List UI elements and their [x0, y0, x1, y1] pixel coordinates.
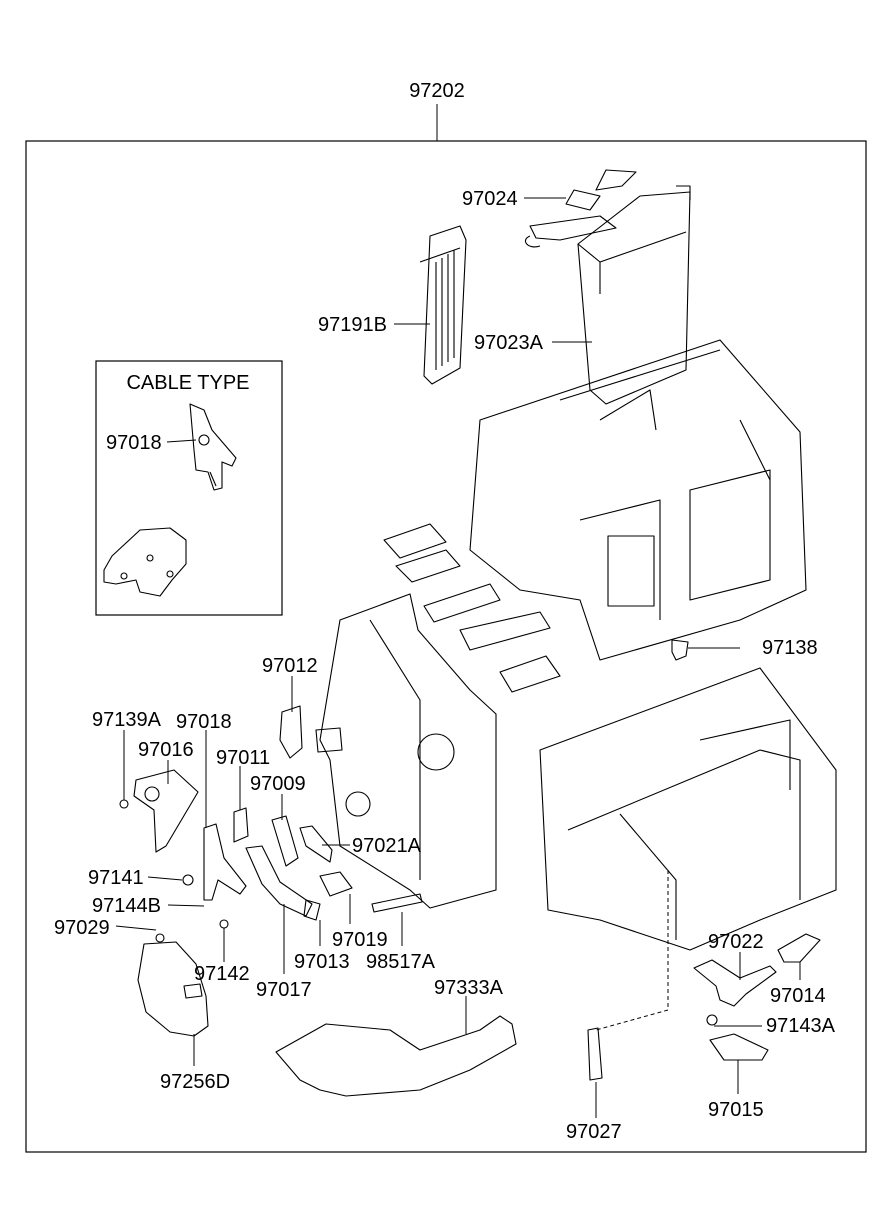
label-97015: 97015: [708, 1099, 764, 1121]
linkage-parts: [119, 705, 423, 929]
cable-type-inset: [95, 360, 283, 616]
label-97014: 97014: [770, 985, 826, 1007]
lower-case: [539, 667, 837, 951]
assembly-number: 97202: [409, 80, 465, 102]
label-97143A: 97143A: [766, 1015, 836, 1037]
heater-core: [419, 225, 467, 385]
upper-case: [469, 339, 807, 661]
label-97018: 97018: [176, 711, 232, 733]
label-97011: 97011: [216, 747, 270, 769]
duct-97333A: [275, 1015, 517, 1097]
label-97144B: 97144B: [92, 895, 161, 917]
label-98517A: 98517A: [366, 951, 436, 973]
label-97027: 97027: [566, 1121, 622, 1143]
label-97016: 97016: [138, 739, 194, 761]
inset-title: CABLE TYPE: [126, 372, 249, 394]
label-97021A: 97021A: [352, 835, 422, 857]
label-97017: 97017: [256, 979, 312, 1001]
inset-lever-part: [189, 403, 237, 491]
inset-bracket-part: [103, 527, 187, 597]
right-small-parts: [587, 933, 821, 1081]
label-97029: 97029: [54, 917, 110, 939]
label-97013: 97013: [294, 951, 350, 973]
pipe-assembly: [525, 169, 637, 248]
label-97141: 97141: [88, 867, 144, 889]
seal-plates: [383, 523, 561, 693]
label-97024: 97024: [462, 188, 518, 210]
label-97012: 97012: [262, 655, 318, 677]
label-97138: 97138: [762, 637, 818, 659]
left-case: [315, 593, 497, 909]
label-97019: 97019: [332, 929, 388, 951]
part-labels: 97024 97191B 97023A 97138 97012 97139A 9…: [54, 188, 836, 1143]
inset-part-label: 97018: [106, 432, 162, 454]
label-97142: 97142: [194, 963, 250, 985]
label-97139A: 97139A: [92, 709, 162, 731]
label-97333A: 97333A: [434, 977, 504, 999]
label-97256D: 97256D: [160, 1071, 230, 1093]
evaporator-core: [577, 185, 691, 405]
label-97191B: 97191B: [318, 314, 387, 336]
actuator-97256D: [137, 933, 209, 1037]
leader-lines: [115, 197, 801, 1118]
label-97023A: 97023A: [474, 332, 544, 354]
label-97022: 97022: [708, 931, 764, 953]
clip-97138: [671, 639, 689, 661]
label-97009: 97009: [250, 773, 306, 795]
assembly-frame: [25, 140, 867, 1153]
